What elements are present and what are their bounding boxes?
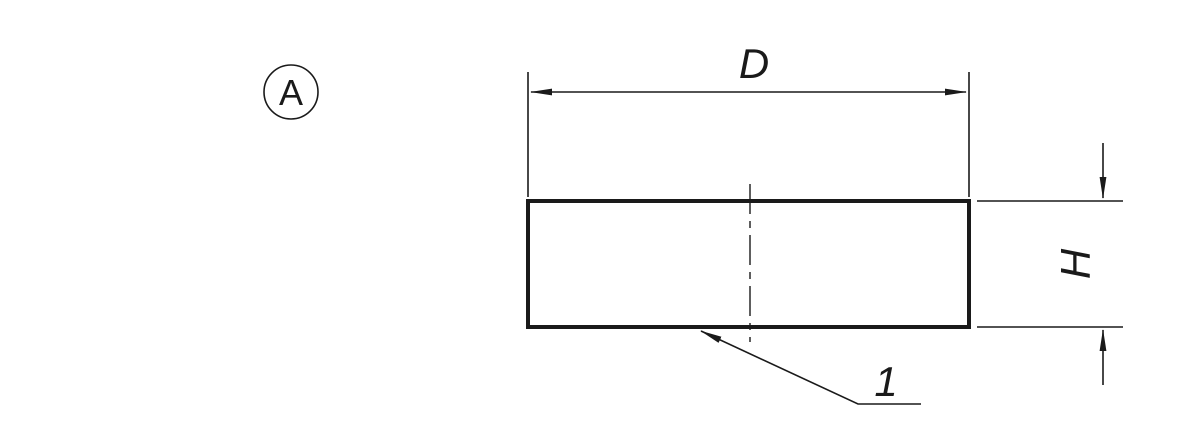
callout-leader: 1 [700, 330, 921, 405]
dim-width-label: D [739, 40, 769, 87]
dimension-height: H [977, 143, 1123, 385]
view-label-text: A [279, 72, 303, 113]
view-label-circle [263, 64, 319, 120]
dim-height-label: H [1052, 248, 1099, 279]
dimension-width: D [527, 40, 970, 197]
view-label-balloon: A [263, 64, 319, 120]
callout-label: 1 [874, 358, 897, 405]
callout-leader-line [700, 330, 921, 405]
part-outline [526, 199, 971, 329]
